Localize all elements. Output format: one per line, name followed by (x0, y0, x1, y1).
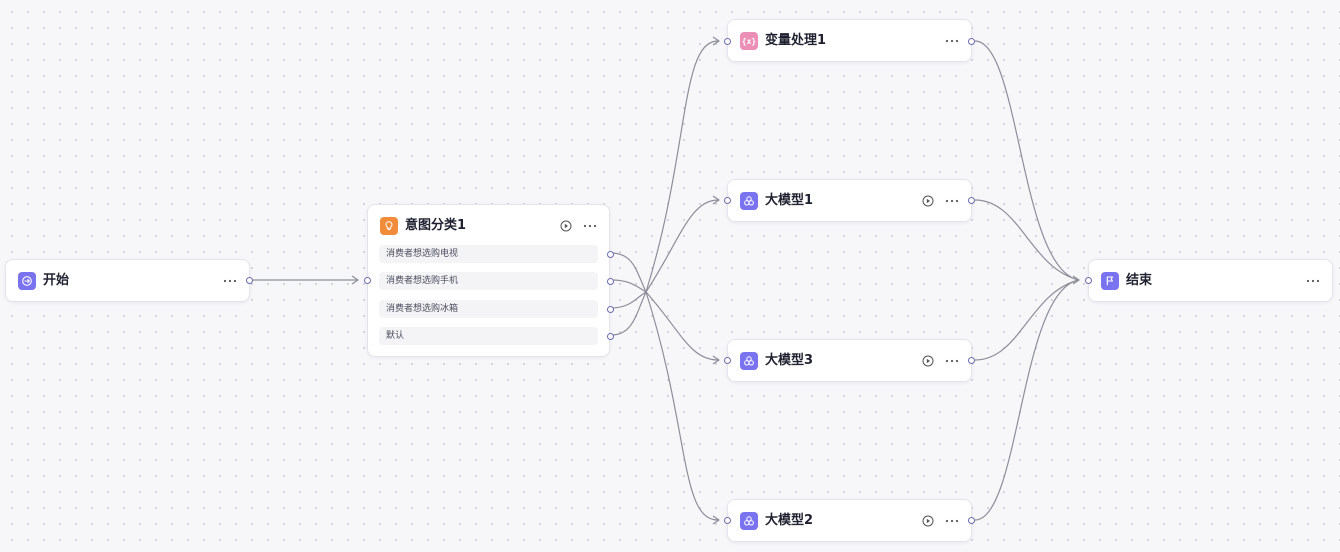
flag-icon (1101, 272, 1119, 290)
more-options-button[interactable] (943, 352, 961, 370)
edge-var-end (974, 40, 1080, 281)
arrow-head (712, 36, 720, 46)
output-port[interactable] (968, 38, 975, 45)
edge-class-phone (610, 279, 647, 293)
output-port-phone[interactable] (607, 278, 614, 285)
node-title: 大模型1 (765, 193, 814, 208)
class-item-phone: 消费者想选购手机 (379, 272, 598, 290)
output-port[interactable] (968, 517, 975, 524)
edge-to-llm1 (645, 199, 719, 293)
output-port[interactable] (968, 357, 975, 364)
start-icon (18, 272, 36, 290)
input-port[interactable] (724, 517, 731, 524)
intent-classifier-node[interactable]: 意图分类1 消费者想选购电视 消费者想选购手机 消费者想选购冰箱 默认 (364, 204, 614, 357)
arrow-head (712, 355, 720, 365)
ellipsis-icon (945, 199, 959, 203)
play-icon (922, 195, 934, 207)
llm-node-1[interactable]: 大模型1 (724, 179, 975, 222)
more-options-button[interactable] (1304, 272, 1322, 290)
edge-to-var (645, 40, 719, 293)
ellipsis-icon (945, 359, 959, 363)
more-options-button[interactable] (581, 217, 599, 235)
edge-class-fridge (610, 291, 647, 309)
ellipsis-icon (945, 39, 959, 43)
arrow-head (712, 515, 720, 525)
arrow-head (1072, 275, 1080, 285)
node-title: 结束 (1126, 273, 1153, 288)
node-header: 大模型1 (728, 180, 971, 222)
node-header: 开始 (6, 260, 249, 302)
output-port-fridge[interactable] (607, 306, 614, 313)
run-node-button[interactable] (919, 192, 937, 210)
input-port[interactable] (1085, 277, 1092, 284)
edge-llm1-end (974, 199, 1080, 281)
class-item-tv: 消费者想选购电视 (379, 245, 598, 263)
variable-node[interactable]: {x} 变量处理1 (724, 19, 975, 62)
more-options-button[interactable] (943, 512, 961, 530)
more-options-button[interactable] (221, 272, 239, 290)
output-port[interactable] (968, 197, 975, 204)
edge-llm3-end (974, 279, 1080, 361)
more-options-button[interactable] (943, 32, 961, 50)
variable-icon: {x} (740, 32, 758, 50)
more-options-button[interactable] (943, 192, 961, 210)
run-node-button[interactable] (919, 512, 937, 530)
input-port[interactable] (724, 38, 731, 45)
ellipsis-icon (583, 224, 597, 228)
arrow-head (712, 195, 720, 205)
run-node-button[interactable] (557, 217, 575, 235)
input-port[interactable] (724, 357, 731, 364)
llm-node-3[interactable]: 大模型3 (724, 339, 975, 382)
llm-icon (740, 352, 758, 370)
run-node-button[interactable] (919, 352, 937, 370)
llm-icon (740, 192, 758, 210)
start-node[interactable]: 开始 (5, 259, 253, 302)
lightbulb-icon (380, 217, 398, 235)
node-title: 开始 (43, 273, 70, 288)
edge-class-default (610, 291, 647, 336)
llm-node-2[interactable]: 大模型2 (724, 499, 975, 542)
input-port[interactable] (724, 197, 731, 204)
edge-class-tv (610, 252, 647, 293)
play-icon (560, 220, 572, 232)
class-item-default: 默认 (379, 327, 598, 345)
end-node[interactable]: 结束 (1085, 259, 1333, 302)
ellipsis-icon (1306, 279, 1320, 283)
node-header: 大模型2 (728, 500, 971, 542)
node-header: 大模型3 (728, 340, 971, 382)
output-port[interactable] (246, 277, 253, 284)
arrow-head (351, 275, 359, 285)
edge-to-llm2 (645, 291, 719, 521)
edge-to-llm3 (645, 291, 719, 361)
edge-llm2-end (974, 279, 1080, 521)
node-header: 意图分类1 (368, 205, 609, 247)
ellipsis-icon (945, 519, 959, 523)
node-title: 大模型2 (765, 513, 814, 528)
output-port-default[interactable] (607, 333, 614, 340)
llm-icon (740, 512, 758, 530)
ellipsis-icon (223, 279, 237, 283)
play-icon (922, 515, 934, 527)
node-header: {x} 变量处理1 (728, 20, 971, 62)
class-item-fridge: 消费者想选购冰箱 (379, 300, 598, 318)
node-header: 结束 (1089, 260, 1332, 302)
node-title: 意图分类1 (405, 218, 467, 233)
node-title: 大模型3 (765, 353, 814, 368)
node-title: 变量处理1 (765, 33, 827, 48)
play-icon (922, 355, 934, 367)
input-port[interactable] (364, 277, 371, 284)
output-port-tv[interactable] (607, 251, 614, 258)
